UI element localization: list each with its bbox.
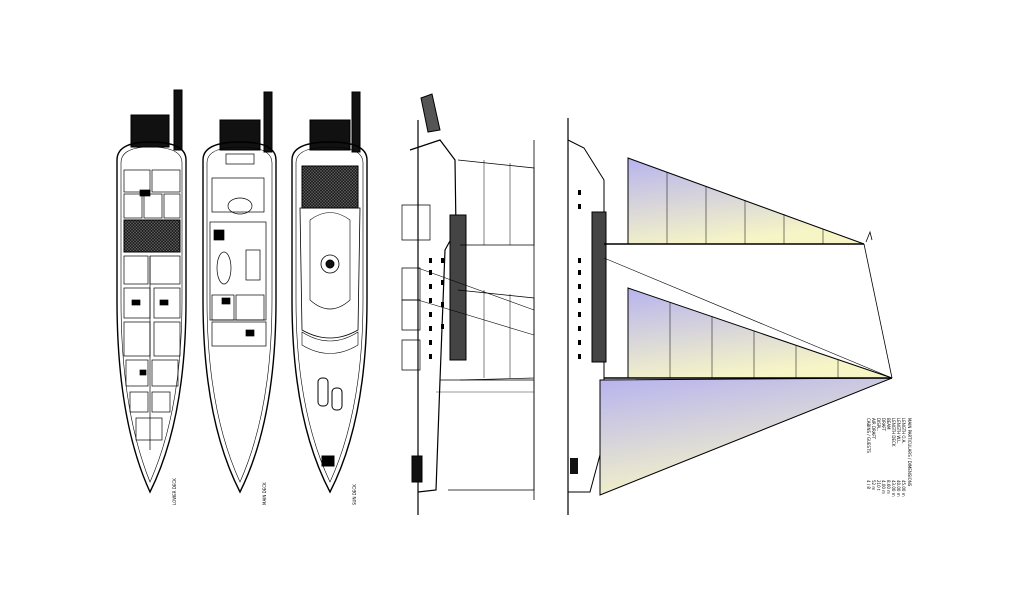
- spec-label: LENGTH O.A.: [901, 418, 906, 444]
- plan-label-lower: LOWER DECK: [172, 478, 177, 505]
- mizzen-mast-section: [263, 91, 273, 153]
- spa-pool: [320, 254, 340, 274]
- keel-section: [411, 455, 423, 483]
- stern-block: [309, 119, 351, 151]
- spec-value: 43.00 m: [891, 480, 896, 497]
- jib-sail: [599, 377, 893, 496]
- spec-value: 4 / 8: [866, 480, 871, 489]
- hull-outline: [202, 141, 277, 494]
- spec-label: LENGTH W.L.: [896, 418, 901, 444]
- spec-label: CABINS / GUESTS: [866, 418, 871, 453]
- spec-label: DISPL.: [876, 418, 881, 431]
- portholes: [429, 258, 444, 359]
- sun-deck-plan: [291, 91, 368, 494]
- mizzen-mast-section: [173, 89, 183, 151]
- hull-outline: [116, 141, 187, 494]
- mizzen-mast-section: [351, 91, 361, 153]
- portholes: [578, 190, 581, 359]
- sun-deck-lounge: [299, 207, 361, 339]
- main-deck-plan: [202, 91, 277, 494]
- spec-value: 8.60 m: [886, 480, 891, 495]
- spec-label: LENGTH DECK: [891, 418, 896, 447]
- upper-sail: [627, 157, 865, 245]
- spec-label: BEAM: [886, 418, 891, 430]
- furled-sail-stack: [449, 214, 467, 361]
- stern-block: [219, 119, 261, 151]
- forestay: [863, 243, 893, 379]
- cockpit-table: [227, 197, 253, 215]
- hull-outline: [291, 141, 368, 494]
- hull-profile: [409, 139, 457, 493]
- lower-sail: [627, 287, 893, 379]
- dining-table: [216, 251, 232, 285]
- spec-value: 210 t: [876, 480, 881, 491]
- tender-1: [317, 377, 329, 407]
- lower-deck-plan: [116, 89, 187, 494]
- spec-value: 52 m: [871, 480, 876, 491]
- engine-room: [123, 219, 181, 253]
- furled-sail-stack: [591, 211, 607, 363]
- sun-pad-grid: [301, 165, 359, 209]
- spec-label: DRAFT: [881, 418, 886, 432]
- spec-title: MAIN PARTICULARS / DIMENSIONS: [907, 418, 912, 487]
- side-profile: [401, 93, 535, 515]
- keel-section: [570, 458, 578, 474]
- spec-value: 4.00 m: [881, 480, 886, 495]
- spec-value: 40.00 m: [896, 480, 901, 497]
- sail-plan: [567, 118, 893, 515]
- radar-arch: [420, 93, 441, 133]
- tender-2: [331, 387, 343, 411]
- spec-value: 45.00 m: [901, 480, 906, 497]
- spec-label: AIR DRAFT: [871, 418, 876, 440]
- plan-label-main: MAIN DECK: [262, 482, 267, 505]
- plan-label-sun: SUN DECK: [352, 484, 357, 505]
